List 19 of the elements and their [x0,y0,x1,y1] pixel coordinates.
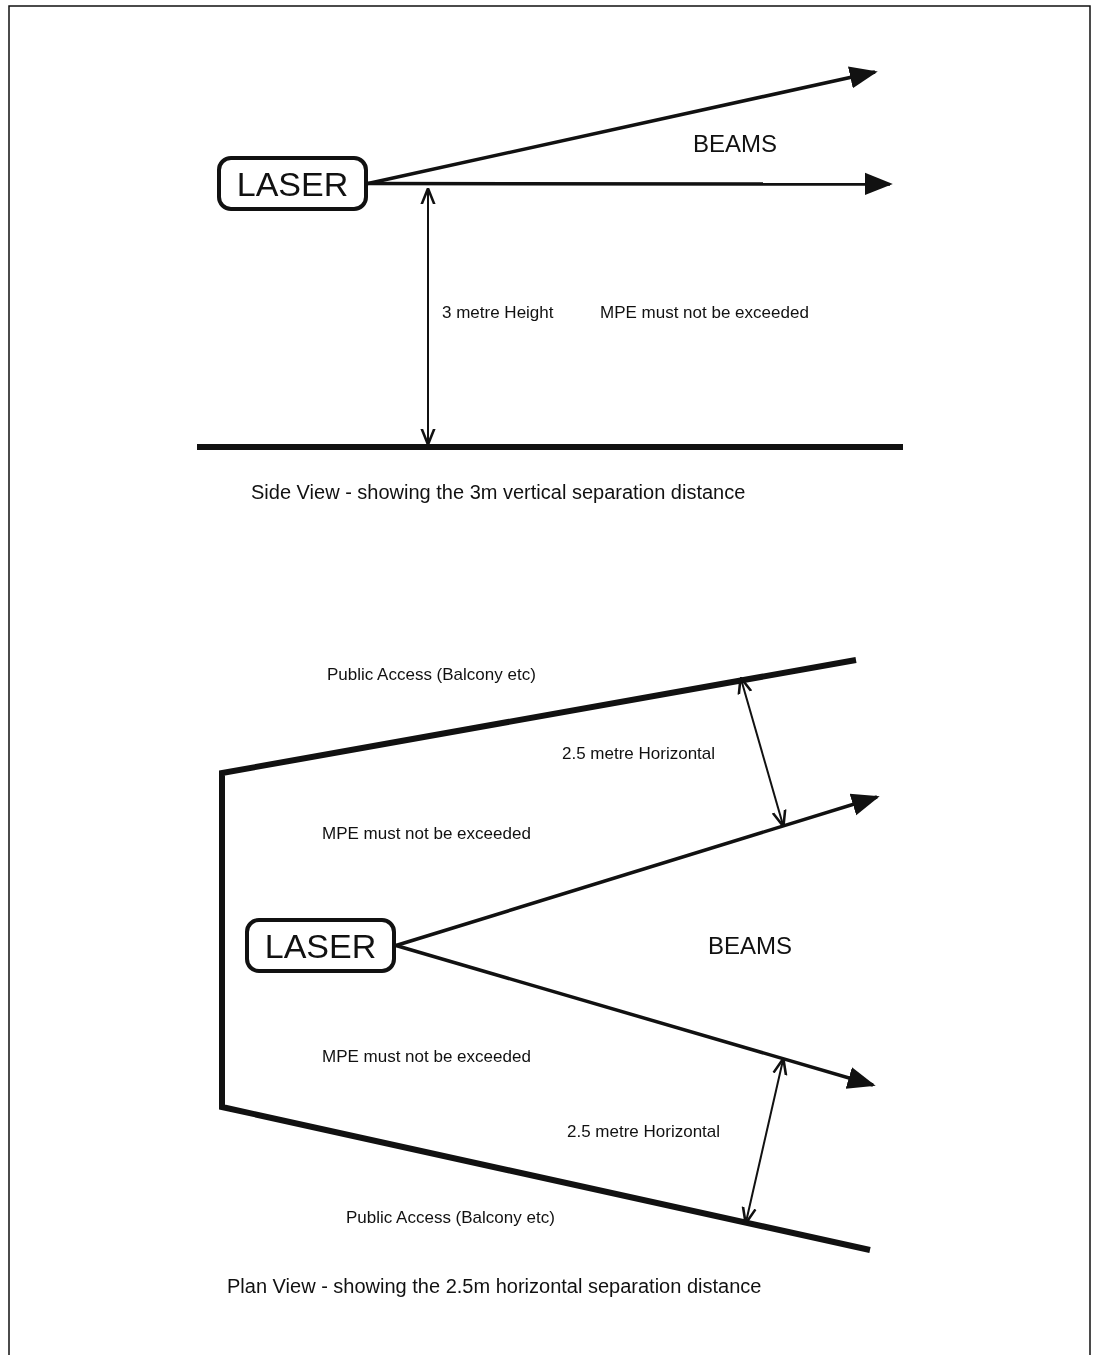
caption: Plan View - showing the 2.5m horizontal separation distance [227,1275,762,1297]
beam-arrow [395,793,880,948]
beams-label: BEAMS [693,131,778,158]
laser-label: LASER [264,928,377,963]
laser-box [245,918,396,973]
dimension-label: 3 metre Height [442,304,554,323]
beams-label: BEAMS [708,933,793,960]
beam-arrow [368,172,893,196]
dimension-label: 2.5 metre Horizontal [567,1123,721,1142]
note-text: MPE must not be exceeded [322,1048,531,1067]
beam-arrow [395,943,876,1089]
laser-label: LASER [236,166,349,201]
area-label: Public Access (Balcony etc) [346,1209,555,1228]
note-text: MPE must not be exceeded [322,825,531,844]
note-text: MPE must not be exceeded [600,304,809,323]
dimension-label: 2.5 metre Horizontal [562,745,716,764]
laser-box [217,156,368,211]
caption: Side View - showing the 3m vertical separation distance [251,481,746,503]
area-label: Public Access (Balcony etc) [327,666,536,685]
